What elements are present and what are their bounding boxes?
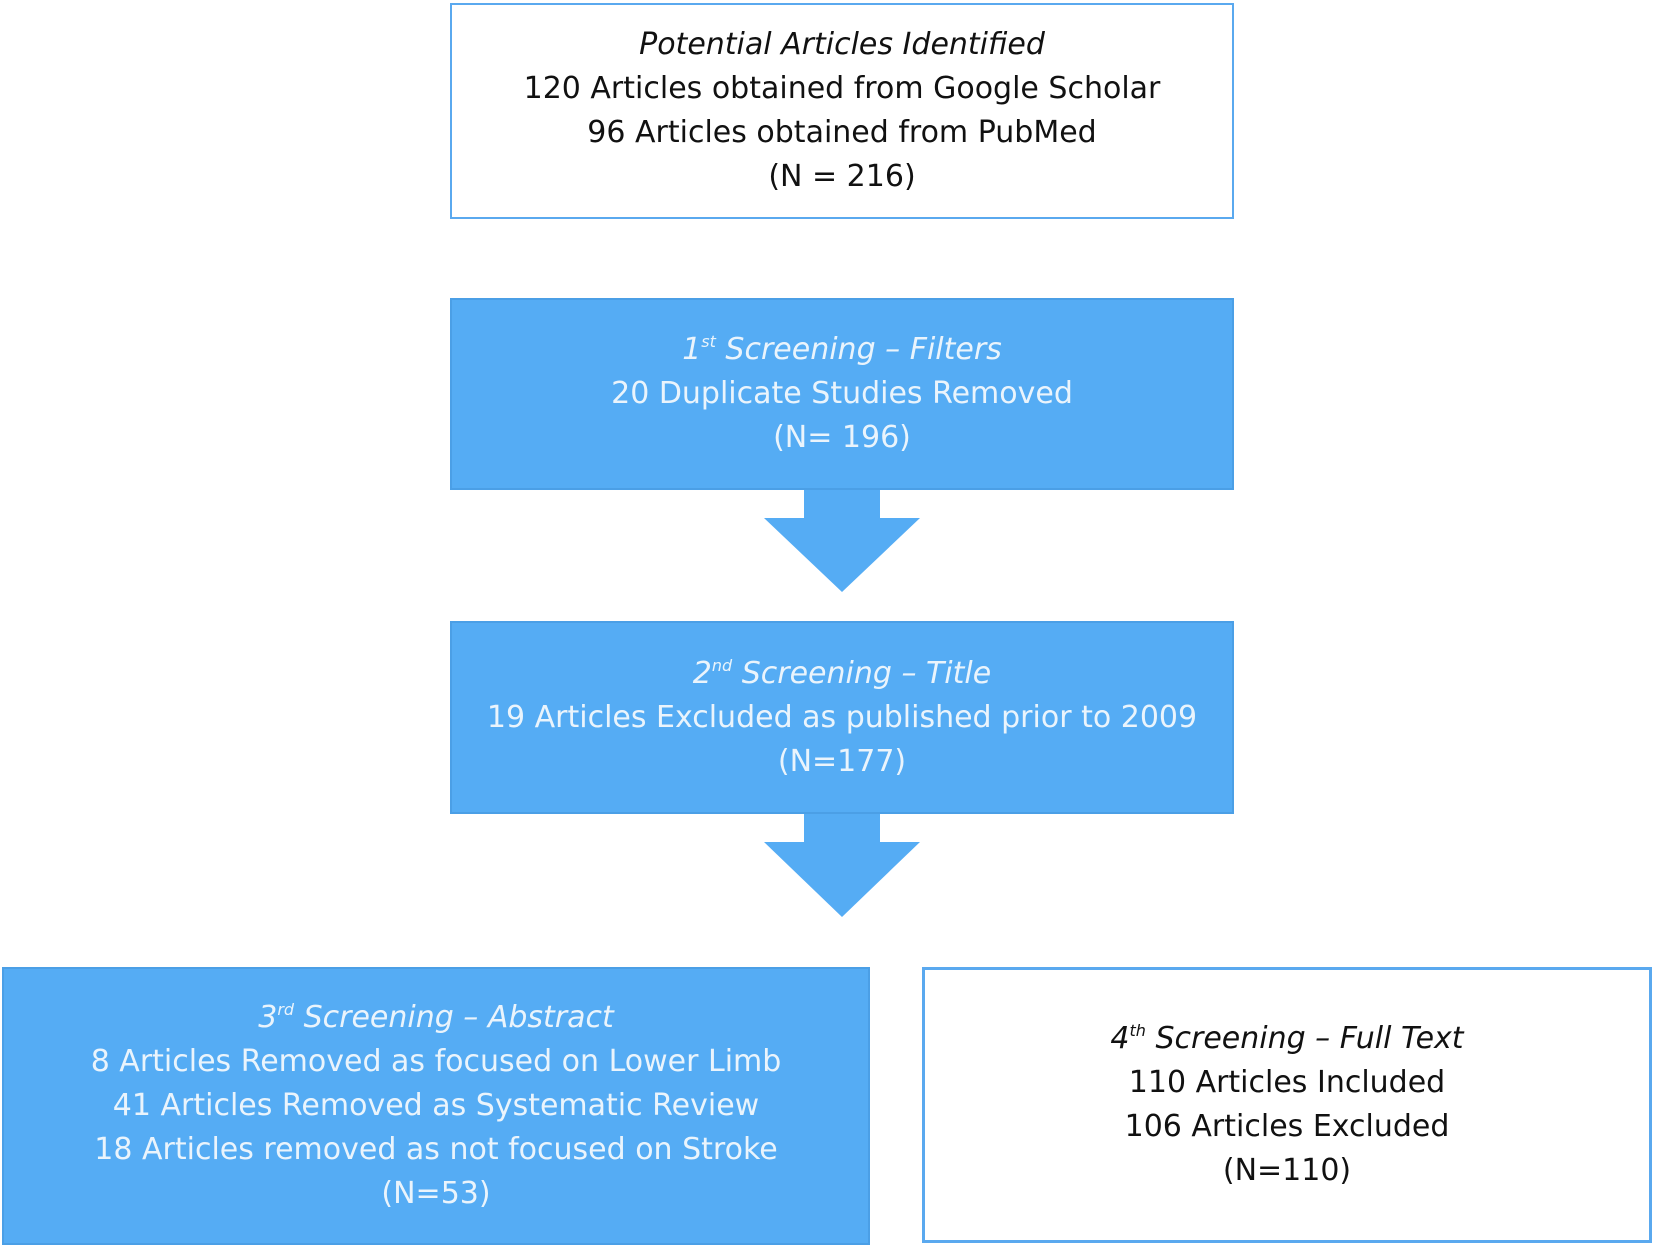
box-line: 96 Articles obtained from PubMed <box>587 115 1097 150</box>
down-arrow-1 <box>764 490 920 592</box>
box-third-screening: 3rd Screening – Abstract 8 Articles Remo… <box>2 967 870 1245</box>
box-title: Potential Articles Identified <box>639 27 1045 62</box>
box-count: (N= 196) <box>773 420 911 455</box>
box-count: (N=110) <box>1222 1153 1352 1188</box>
box-fourth-screening: 4th Screening – Full Text 110 Articles I… <box>922 967 1652 1243</box>
box-line: 8 Articles Removed as focused on Lower L… <box>90 1044 782 1079</box>
box-second-screening: 2nd Screening – Title 19 Articles Exclud… <box>450 621 1234 814</box>
box-line: 20 Duplicate Studies Removed <box>611 376 1073 411</box>
box-line: 41 Articles Removed as Systematic Review <box>112 1088 760 1123</box>
box-potential-articles: Potential Articles Identified 120 Articl… <box>450 3 1234 219</box>
box-first-screening: 1st Screening – Filters 20 Duplicate Stu… <box>450 298 1234 490</box>
box-count: (N = 216) <box>768 159 916 194</box>
box-line: 19 Articles Excluded as published prior … <box>486 699 1198 735</box>
box-line: 120 Articles obtained from Google Schola… <box>523 71 1161 106</box>
box-line: 106 Articles Excluded <box>1124 1109 1450 1144</box>
box-count: (N=53) <box>381 1176 491 1211</box>
box-title: 4th Screening – Full Text <box>1110 1021 1464 1056</box>
box-line: 110 Articles Included <box>1128 1065 1446 1100</box>
box-title: 2nd Screening – Title <box>692 655 992 691</box>
box-title: 1st Screening – Filters <box>682 332 1002 367</box>
box-count: (N=177) <box>777 743 907 779</box>
down-arrow-2 <box>764 814 920 917</box>
box-title: 3rd Screening – Abstract <box>258 1000 614 1035</box>
box-line: 18 Articles removed as not focused on St… <box>94 1132 778 1167</box>
